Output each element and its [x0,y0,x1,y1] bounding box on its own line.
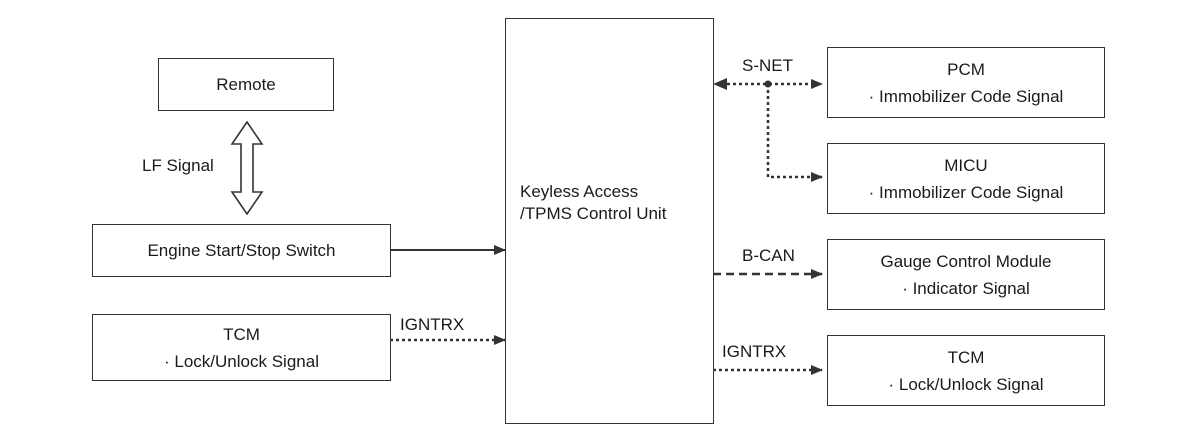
engine-start-stop-switch-box: Engine Start/Stop Switch [92,224,391,277]
igntrx-right-label: IGNTRX [722,342,787,361]
micu-title: MICU [944,155,988,175]
remote-label: Remote [216,75,276,94]
control-unit-title-line2: /TPMS Control Unit [520,204,667,223]
remote-box: Remote [158,58,334,111]
b-can-label: B-CAN [742,246,795,265]
lf-signal-label: LF Signal [142,156,214,175]
s-net-return-arrowhead [713,78,727,90]
keyless-access-tpms-control-unit-box: Keyless Access /TPMS Control Unit [505,18,714,424]
gauge-title: Gauge Control Module [880,251,1052,271]
tcm-right-title: TCM [947,347,985,367]
lf-signal-double-arrow [230,120,264,216]
gauge-signal: · Indicator Signal [902,278,1030,298]
tcm-left-box: TCM · Lock/Unlock Signal [92,314,391,381]
pcm-title: PCM [947,59,985,79]
tcm-right-signal: · Lock/Unlock Signal [888,374,1044,394]
pcm-signal: · Immobilizer Code Signal [868,86,1064,106]
micu-signal: · Immobilizer Code Signal [868,182,1064,202]
tcm-left-title: TCM [223,324,260,344]
igntrx-left-label: IGNTRX [400,315,465,334]
tcm-right-box: TCM · Lock/Unlock Signal [827,335,1105,406]
s-net-label: S-NET [742,56,793,75]
gauge-control-module-box: Gauge Control Module · Indicator Signal [827,239,1105,310]
micu-box: MICU · Immobilizer Code Signal [827,143,1105,214]
control-unit-title-line1: Keyless Access [520,182,639,201]
s-net-micu-connector [766,84,823,182]
tcm-left-signal: · Lock/Unlock Signal [164,351,319,371]
engine-start-stop-switch-label: Engine Start/Stop Switch [147,241,336,260]
pcm-box: PCM · Immobilizer Code Signal [827,47,1105,118]
